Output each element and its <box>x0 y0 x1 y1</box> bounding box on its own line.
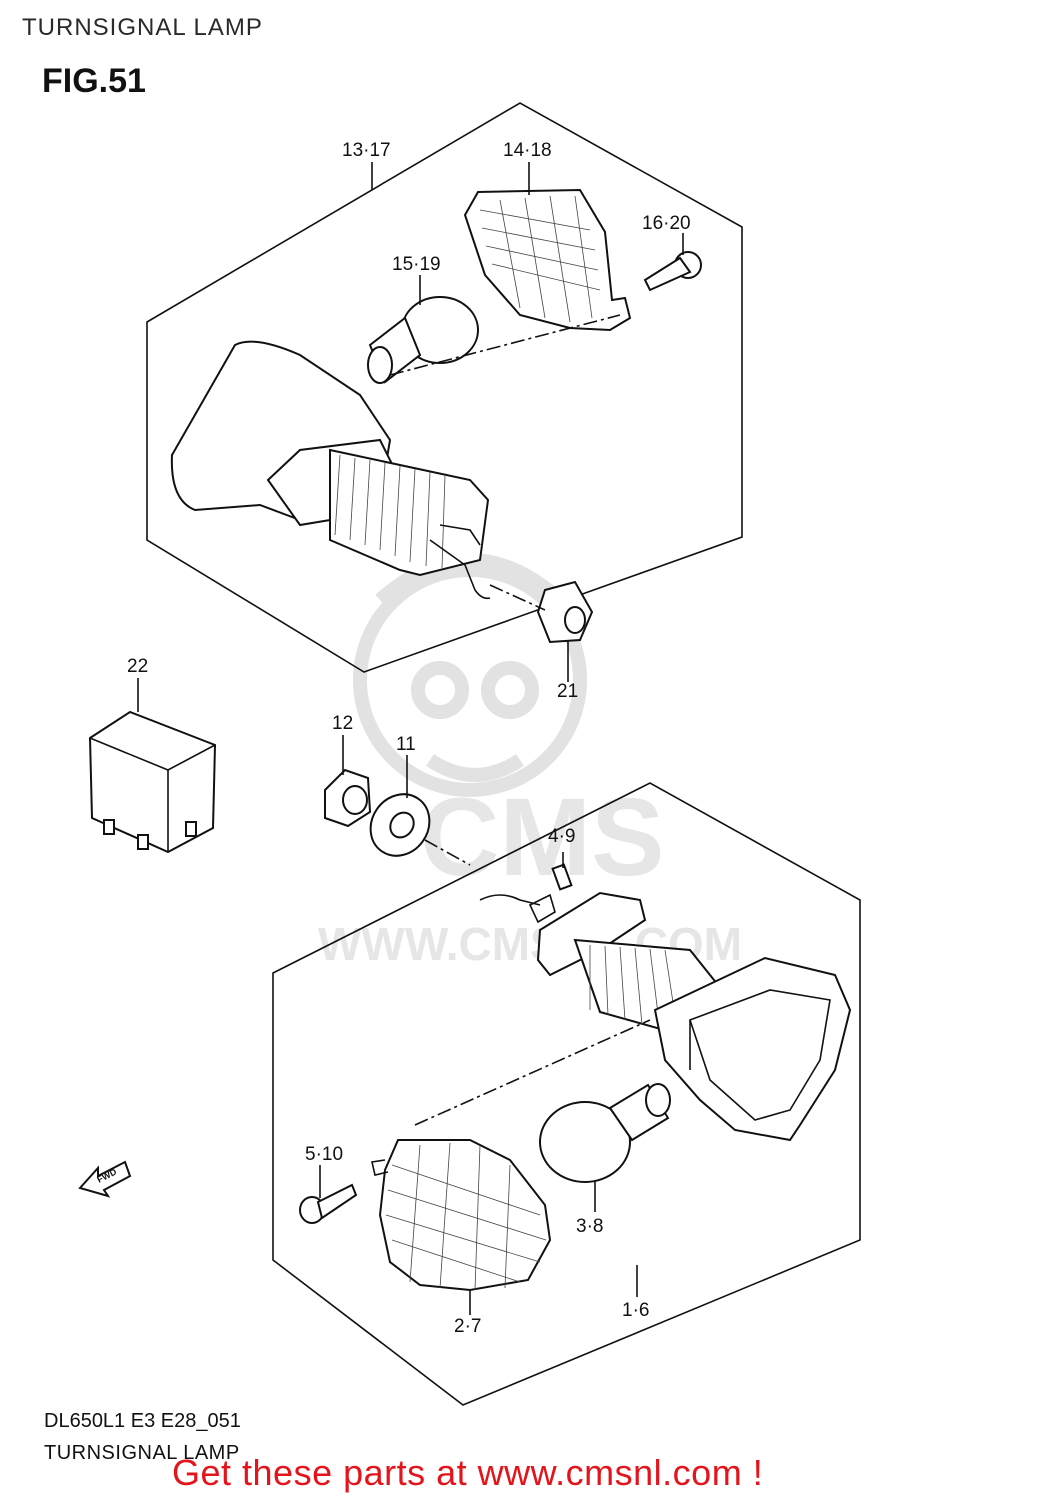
pin-4-9 <box>551 863 573 891</box>
callout-1-6: 1·6 <box>622 1300 649 1321</box>
nut-12 <box>324 768 372 828</box>
callout-13-17: 13·17 <box>342 140 391 161</box>
callout-3-8: 3·8 <box>576 1216 603 1237</box>
lens-14-18 <box>463 188 632 332</box>
diagram-code: DL650L1 E3 E28_051 <box>44 1410 241 1432</box>
lower-lamp-housing <box>479 891 852 1142</box>
screw-16-20 <box>643 251 702 292</box>
lower-assembly-frame <box>272 782 861 1406</box>
flasher-relay-22 <box>88 710 217 854</box>
upper-lamp-housing <box>170 340 491 600</box>
fwd-arrow-icon: FWD <box>78 1160 132 1198</box>
bulb-15-19 <box>367 296 479 384</box>
callout-15-19: 15·19 <box>392 254 441 275</box>
callout-21: 21 <box>557 681 578 702</box>
footer-title: TURNSIGNAL LAMP <box>44 1442 240 1464</box>
callout-11: 11 <box>396 734 416 755</box>
lens-2-7 <box>371 1139 552 1292</box>
callout-12: 12 <box>332 713 353 734</box>
callout-2-7: 2·7 <box>454 1316 481 1337</box>
page-title: TURNSIGNAL LAMP <box>22 14 263 41</box>
callout-16-20: 16·20 <box>642 213 691 234</box>
figure-label: FIG.51 <box>42 62 146 100</box>
callout-4-9: 4·9 <box>548 826 575 847</box>
leader-lines <box>137 162 684 1315</box>
callout-22: 22 <box>127 656 148 677</box>
screw-5-10 <box>299 1183 358 1224</box>
callout-5-10: 5·10 <box>305 1144 343 1165</box>
buy-parts-link[interactable]: Get these parts at www.cmsnl.com ! <box>172 1452 764 1493</box>
nut-21 <box>536 580 594 644</box>
washer-11 <box>369 793 431 857</box>
callout-14-18: 14·18 <box>503 140 552 161</box>
upper-assembly-frame <box>146 102 743 673</box>
bulb-3-8 <box>539 1083 671 1183</box>
callouts: 13·17 14·18 16·20 15·19 22 21 12 11 4·9 … <box>127 140 691 1337</box>
